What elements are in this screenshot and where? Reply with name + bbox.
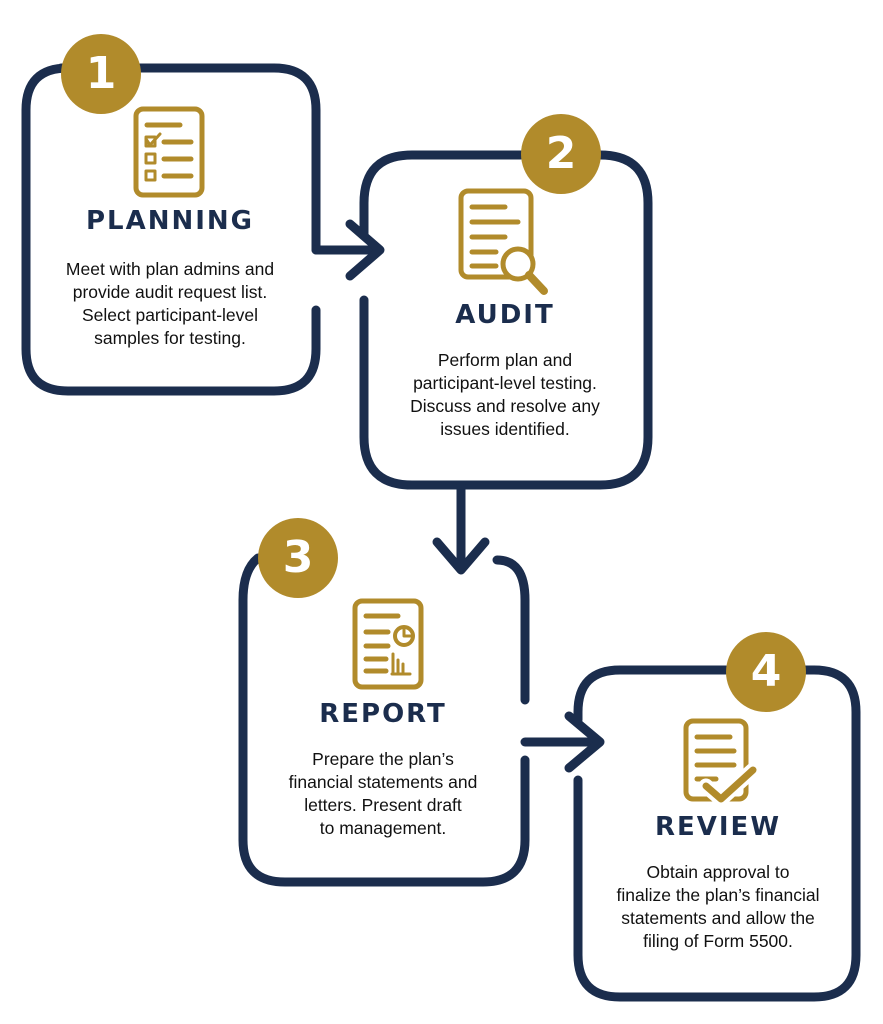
- step-4-title: REVIEW: [654, 812, 782, 842]
- step-1-description: Meet with plan admins and provide audit …: [65, 259, 275, 348]
- step-1-title: PLANNING: [85, 206, 255, 236]
- step-3-frame: [238, 553, 605, 887]
- document-search-icon: [458, 188, 548, 295]
- step-2-frame: [359, 150, 653, 575]
- step-2-description: Perform plan and participant-level testi…: [410, 350, 600, 439]
- step-3-description: Prepare the plan’s financial statements …: [288, 749, 478, 838]
- step-2-title: AUDIT: [455, 300, 555, 330]
- step-2-badge: [521, 114, 601, 194]
- step-4-badge: [726, 632, 806, 712]
- step-2-number: 2: [545, 128, 577, 179]
- step-1-number: 1: [85, 48, 117, 99]
- step-3-badge: [258, 518, 338, 598]
- step-1-badge: [61, 34, 141, 114]
- report-chart-icon: [352, 598, 424, 690]
- checklist-icon: [133, 106, 205, 198]
- step-3-number: 3: [282, 532, 314, 583]
- step-3-title: REPORT: [319, 699, 447, 729]
- step-4-description: Obtain approval to finalize the plan’s f…: [616, 862, 820, 951]
- document-check-icon: [683, 718, 761, 807]
- step-4-number: 4: [750, 646, 782, 697]
- step-4-frame: [573, 665, 861, 1002]
